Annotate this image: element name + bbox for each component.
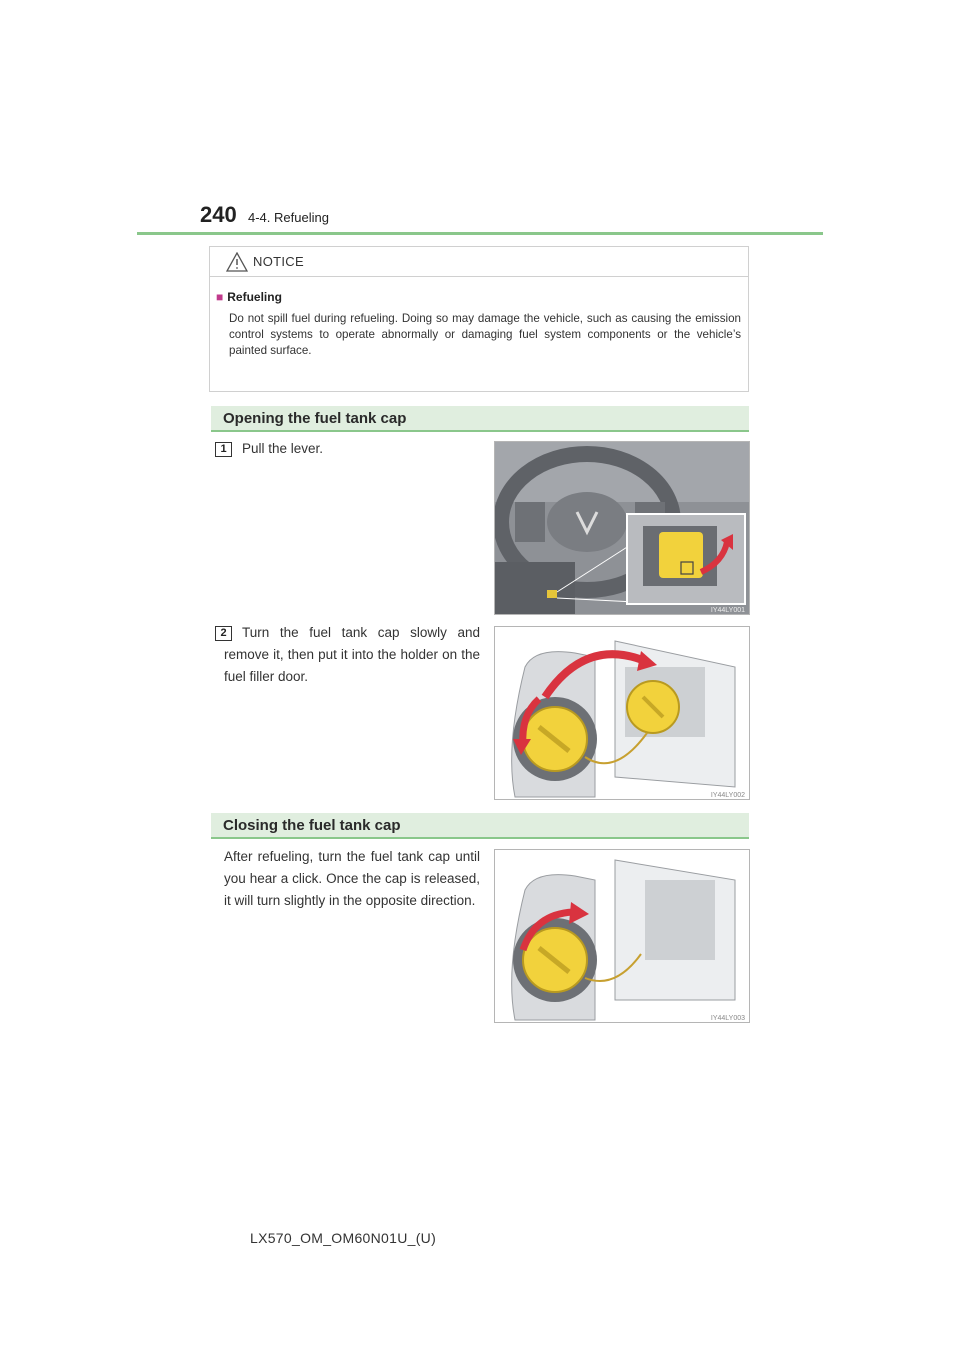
figure-code: IY44LY003 [711,1015,745,1022]
footer-code: LX570_OM_OM60N01U_(U) [250,1230,437,1246]
figure-remove-cap: IY44LY002 [494,626,750,800]
dashboard-lever-illustration: IY44LY001 [495,442,749,614]
step-number-1: 1 [215,442,232,457]
figure-code: IY44LY002 [711,792,745,799]
header-rule [137,232,823,235]
section-heading-closing: Closing the fuel tank cap [211,813,749,839]
square-bullet-icon: ■ [216,290,224,304]
notice-subheading-text: Refueling [227,290,282,304]
step-2-text: Turn the fuel tank cap slowly and remove… [224,625,480,684]
step-1-text: Pull the lever. [242,441,324,456]
closing-text: After refueling, turn the fuel tank cap … [224,849,480,908]
step-number-2: 2 [215,626,232,641]
fuel-cap-removal-illustration: IY44LY002 [495,627,749,799]
fuel-cap-closing-illustration: IY44LY003 [495,850,749,1022]
figure-close-cap: IY44LY003 [494,849,750,1023]
warning-triangle-icon [226,252,248,272]
figure-code: IY44LY001 [711,607,745,614]
section-heading-opening: Opening the fuel tank cap [211,406,749,432]
notice-title: NOTICE [253,254,304,269]
figure-pull-lever: IY44LY001 [494,441,750,615]
notice-body: Do not spill fuel during refueling. Doin… [229,312,741,357]
notice-box: NOTICE ■Refueling Do not spill fuel duri… [209,246,749,392]
section-heading-opening-text: Opening the fuel tank cap [223,410,407,427]
section-label: 4-4. Refueling [248,210,329,225]
page-number: 240 [200,202,237,227]
section-heading-closing-text: Closing the fuel tank cap [223,817,401,834]
notice-subheading: ■Refueling [216,290,282,304]
notice-header: NOTICE [210,247,748,277]
